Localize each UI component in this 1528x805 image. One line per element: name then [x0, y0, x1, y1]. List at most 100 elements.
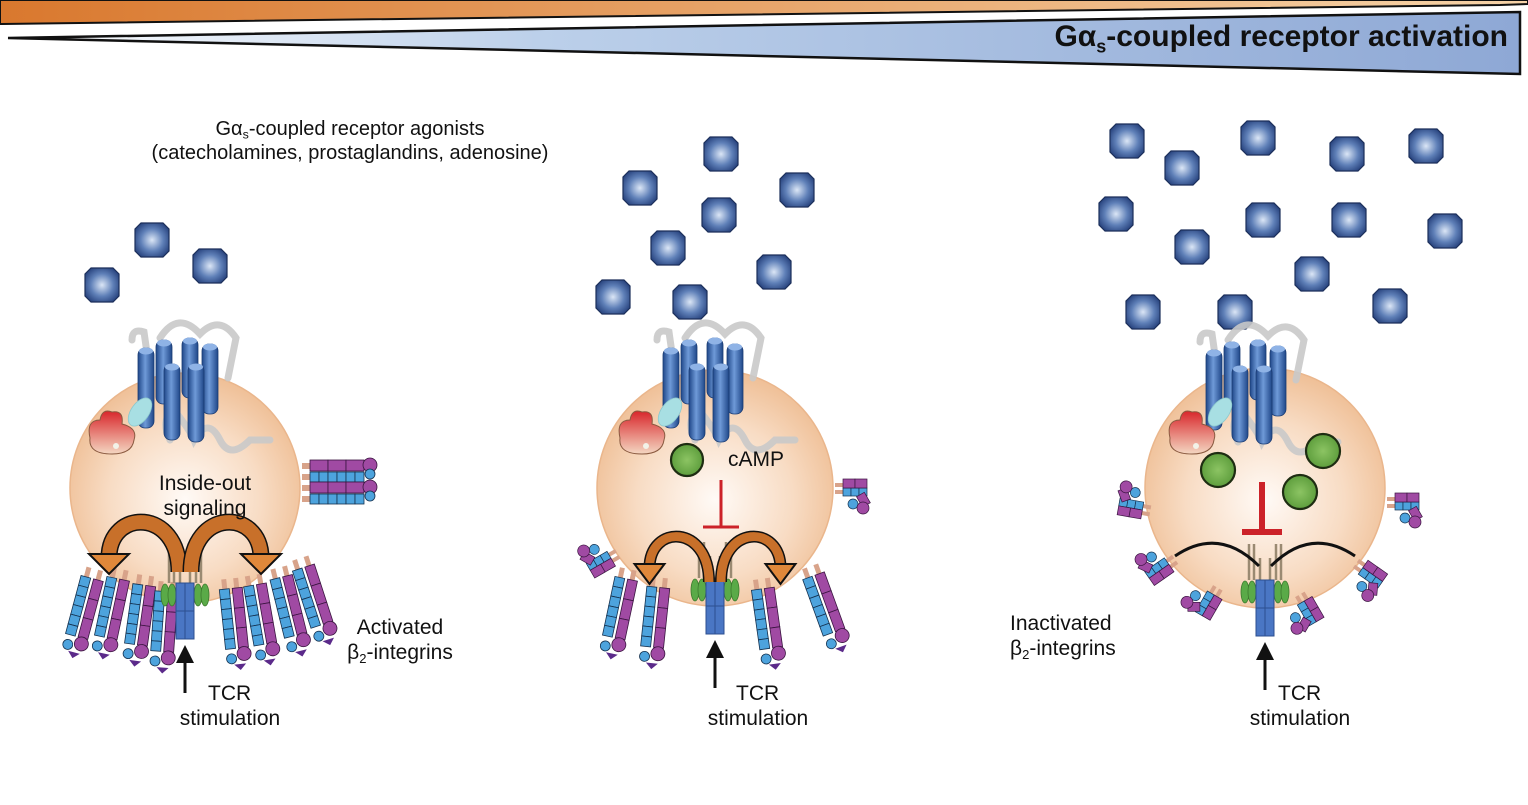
beta-domain [643, 605, 656, 618]
integrin-tail [83, 566, 92, 578]
alpha-domain [136, 624, 151, 647]
beta-domain [602, 624, 615, 638]
beta-domain [757, 638, 771, 651]
beta-head [286, 641, 298, 653]
beta-head [255, 649, 267, 661]
integrin-tail [1352, 564, 1362, 573]
beta-head [599, 640, 611, 652]
receptor-helix [1255, 365, 1273, 445]
beta-domain [1394, 501, 1404, 511]
cd3-domain [1247, 580, 1257, 604]
beta-domain [150, 630, 163, 642]
g-alpha-s [618, 410, 666, 455]
integrin-ligand-site [322, 637, 335, 646]
alpha-domain [1394, 492, 1408, 503]
agonist-molecule [1294, 256, 1330, 292]
integrin-extended [269, 565, 311, 657]
beta-domain [345, 471, 356, 483]
integrin-bent [1387, 492, 1423, 529]
helix-cap [203, 343, 217, 351]
agonist-molecule [84, 267, 120, 303]
alpha-domain [286, 593, 303, 617]
gdp [643, 443, 649, 449]
beta-domain [128, 602, 141, 616]
integrin-tail [147, 575, 155, 587]
alpha-domain [1128, 507, 1143, 520]
beta-domain [309, 471, 320, 483]
agonist-molecule [1217, 294, 1253, 330]
integrin-extended [62, 566, 104, 659]
integrin-tail [1301, 591, 1309, 601]
beta-domain [220, 608, 233, 621]
alpha-domain [235, 626, 249, 649]
agonist-molecule [192, 248, 228, 284]
beta-symbol-3: β [1010, 636, 1023, 660]
beta-domain [642, 615, 655, 628]
receptor-helix [726, 343, 744, 415]
agonist-molecule [701, 197, 737, 233]
g-beta-gamma [127, 397, 153, 427]
receptor-helix [1231, 365, 1249, 443]
alpha-head [134, 644, 149, 659]
arrowhead [238, 553, 284, 576]
gdp [1193, 443, 1199, 449]
beta-domain [126, 612, 140, 626]
weak-arrow-left [1174, 541, 1261, 568]
integrin-ligand-site [606, 652, 618, 660]
beta-head [760, 653, 772, 665]
cd3-domain [697, 578, 707, 602]
agonist-label-suffix: -coupled receptor agonists [248, 118, 485, 140]
beta-sub-3: 2 [1022, 646, 1030, 662]
agonist-molecule [595, 279, 631, 315]
alpha-head [1134, 553, 1148, 566]
alpha-domain [657, 587, 671, 609]
activated-line2: β2-integrins [330, 641, 470, 666]
g-protein [1168, 397, 1233, 455]
arrow-body [102, 515, 186, 573]
helix-cap [690, 363, 704, 371]
integrin-tail [1141, 511, 1151, 517]
integrin-tail [282, 565, 290, 577]
alpha-domain [345, 481, 365, 494]
beta-symbol: β [347, 640, 360, 664]
g-beta-gamma [1207, 397, 1233, 427]
integrin-tail [764, 577, 772, 589]
beta-domain [307, 615, 322, 629]
alpha-domain [163, 631, 176, 653]
helix-cap [1271, 345, 1285, 353]
inactivated-integrins-label: Inactivated β2-integrins [1010, 612, 1150, 662]
arrowhead [86, 553, 132, 576]
helix-cap [714, 363, 728, 371]
inside-out-signaling-label: Inside-out signaling [130, 472, 280, 522]
agonist-molecule [1331, 202, 1367, 238]
beta-head [1146, 551, 1157, 563]
agonist-molecule [672, 284, 708, 320]
alpha-domain [309, 481, 329, 494]
alpha-head [611, 637, 627, 653]
inside-out-line1: Inside-out [158, 472, 252, 495]
helix-cap [1257, 365, 1271, 373]
beta-domain [345, 493, 356, 505]
tcr-stimulation-label-2: TCR stimulation [688, 682, 828, 732]
beta-domain [131, 583, 144, 596]
alpha-head [771, 645, 786, 661]
helix-cap [708, 337, 722, 345]
beta-sub: 2 [359, 650, 367, 666]
alpha-domain [1201, 604, 1217, 621]
integrin-tail [244, 575, 252, 587]
integrin-tail [121, 569, 129, 581]
integrin-extended [639, 576, 671, 670]
alpha-domain [291, 612, 308, 636]
alpha-domain [77, 617, 94, 640]
alpha-domain [87, 578, 104, 602]
alpha-domain [110, 598, 126, 621]
integrins-suffix: -integrins [366, 640, 453, 664]
arrow-body [645, 532, 714, 583]
tcr-arrowhead [1256, 642, 1274, 660]
alpha-domain [1116, 505, 1131, 518]
integrins-suffix-3: -integrins [1029, 636, 1116, 660]
agonist-label-prefix: Gα [215, 118, 243, 140]
beta-head [364, 490, 376, 502]
integrin-ligand-site [98, 652, 110, 660]
agonist-molecule [1164, 150, 1200, 186]
